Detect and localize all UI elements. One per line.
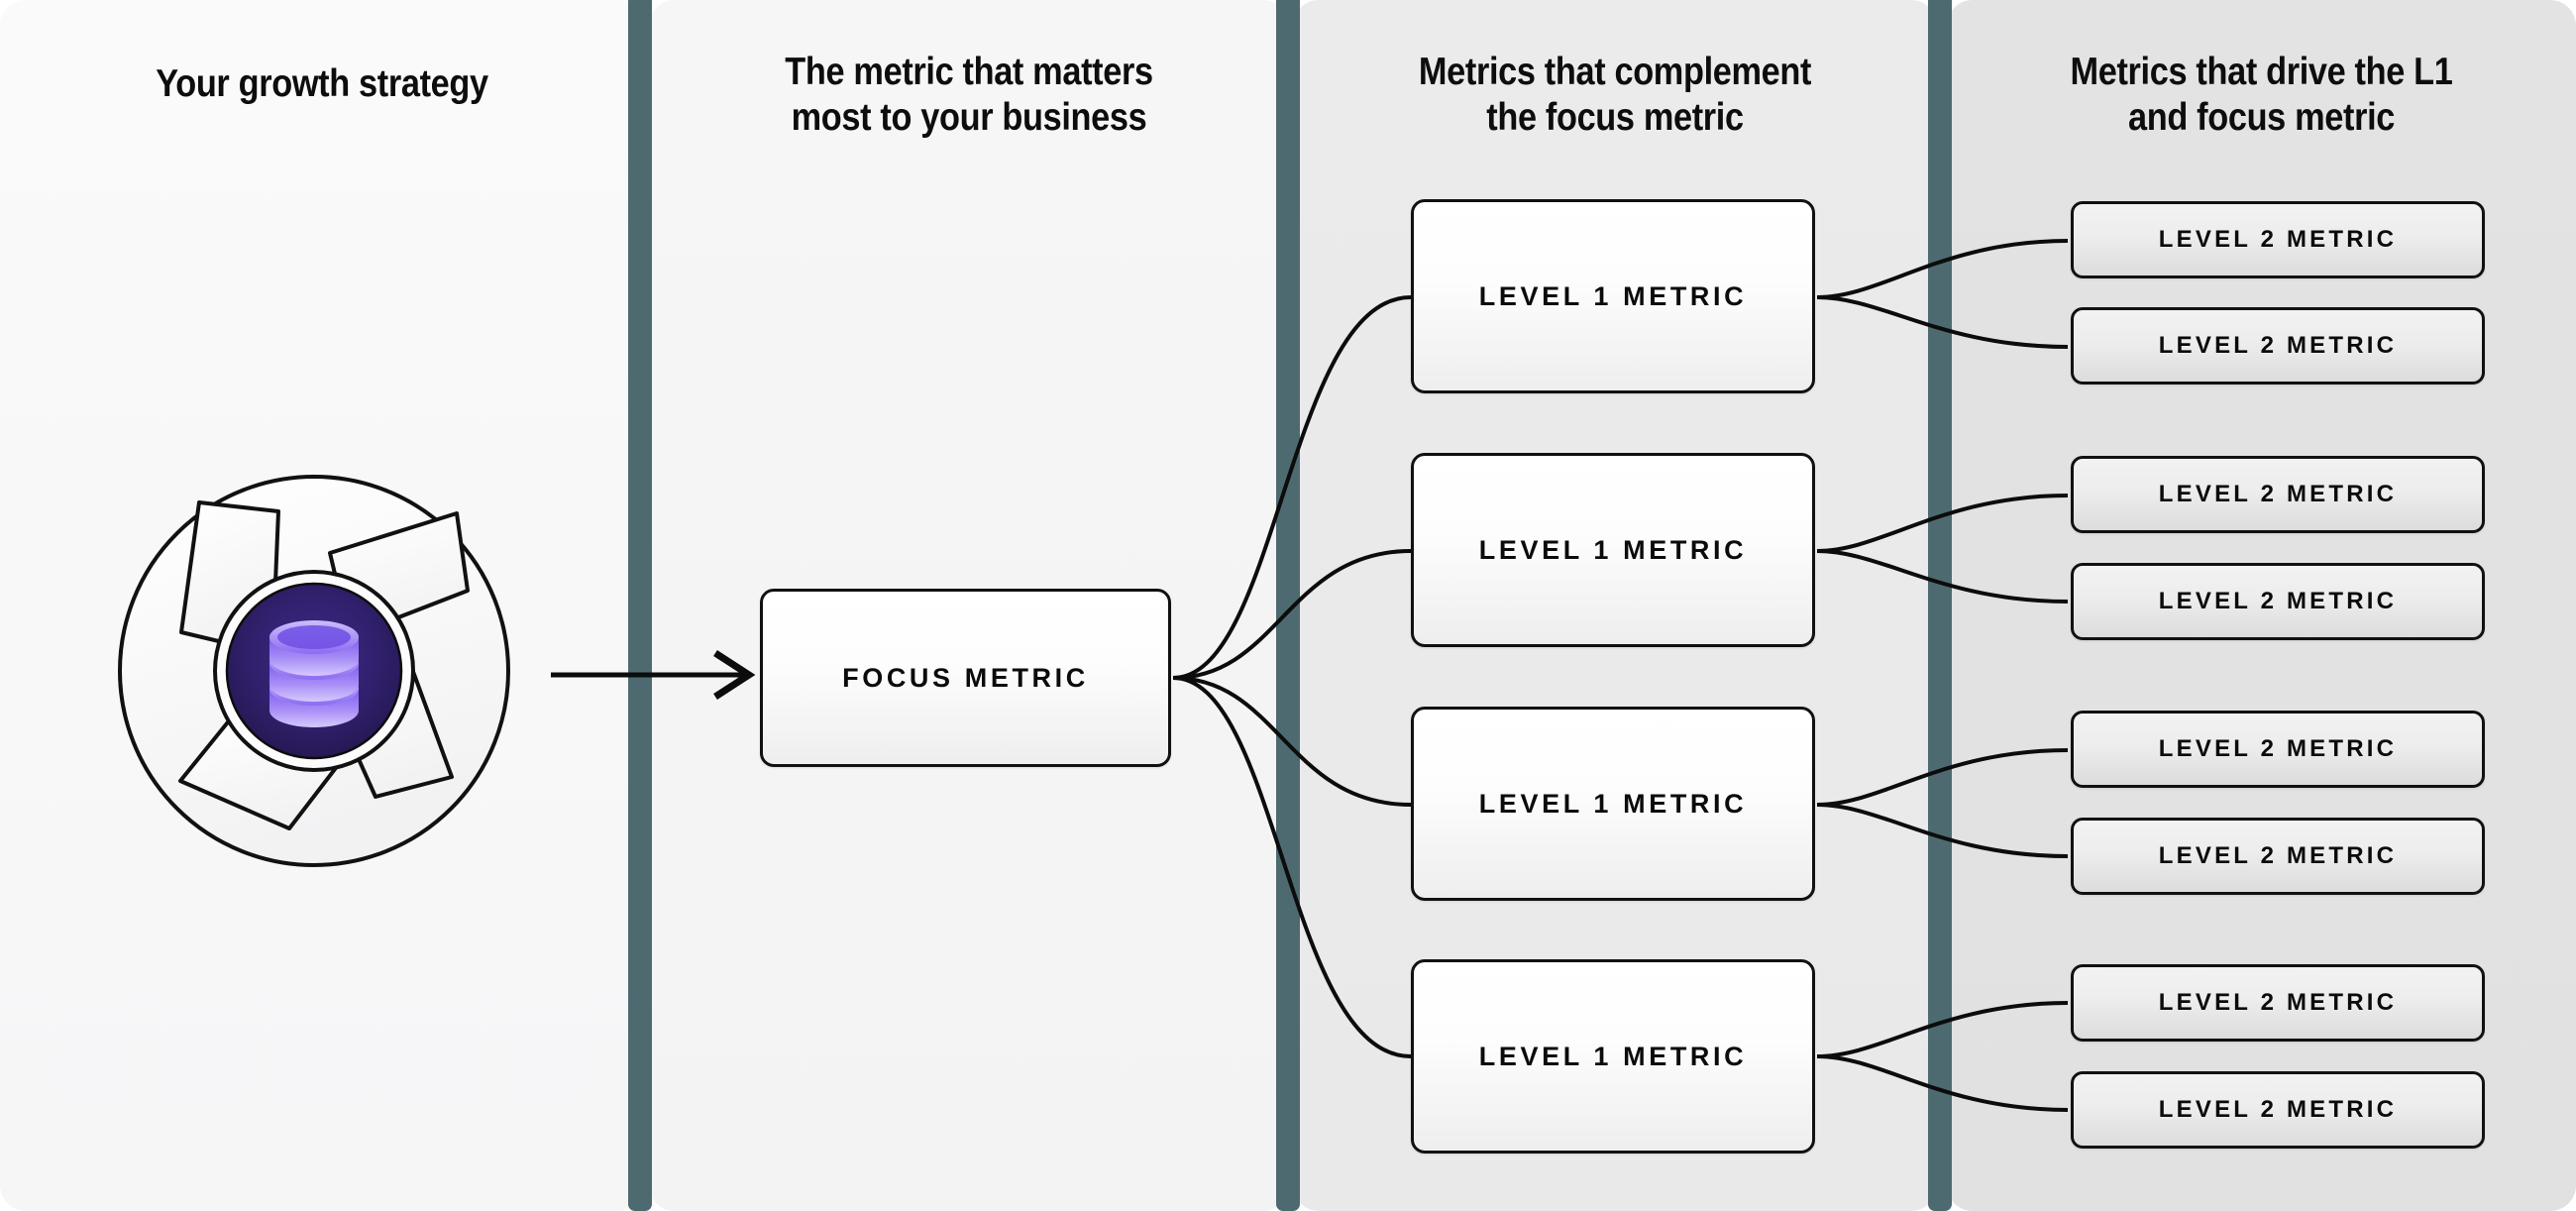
column-header-level-1-metrics: Metrics that complement the focus metric [1418, 51, 1812, 140]
level-2-metric-box-8[interactable]: LEVEL 2 METRIC [2071, 1071, 2485, 1149]
column-separator-2 [1276, 0, 1300, 1211]
column-separator-3 [1928, 0, 1952, 1211]
level-1-metric-box-4[interactable]: LEVEL 1 METRIC [1411, 959, 1815, 1154]
level-2-metric-box-4[interactable]: LEVEL 2 METRIC [2071, 563, 2485, 640]
column-header-level-2-metrics: Metrics that drive the L1 and focus metr… [2070, 51, 2453, 140]
database-icon [269, 620, 359, 727]
level-1-metric-box-3[interactable]: LEVEL 1 METRIC [1411, 707, 1815, 901]
column-header-growth-strategy: Your growth strategy [156, 62, 488, 105]
column-separator-1 [628, 0, 652, 1211]
level-2-metric-box-5[interactable]: LEVEL 2 METRIC [2071, 711, 2485, 788]
level-1-metric-box-1[interactable]: LEVEL 1 METRIC [1411, 199, 1815, 393]
level-2-metric-box-1[interactable]: LEVEL 2 METRIC [2071, 201, 2485, 278]
level-1-metric-box-2[interactable]: LEVEL 1 METRIC [1411, 453, 1815, 647]
column-header-focus-metric: The metric that matters most to your bus… [785, 51, 1153, 140]
level-2-metric-box-7[interactable]: LEVEL 2 METRIC [2071, 964, 2485, 1042]
level-2-metric-box-3[interactable]: LEVEL 2 METRIC [2071, 456, 2485, 533]
level-2-metric-box-2[interactable]: LEVEL 2 METRIC [2071, 307, 2485, 385]
growth-strategy-graphic [118, 475, 510, 867]
level-2-metric-box-6[interactable]: LEVEL 2 METRIC [2071, 818, 2485, 895]
focus-metric-box[interactable]: FOCUS METRIC [760, 589, 1171, 767]
